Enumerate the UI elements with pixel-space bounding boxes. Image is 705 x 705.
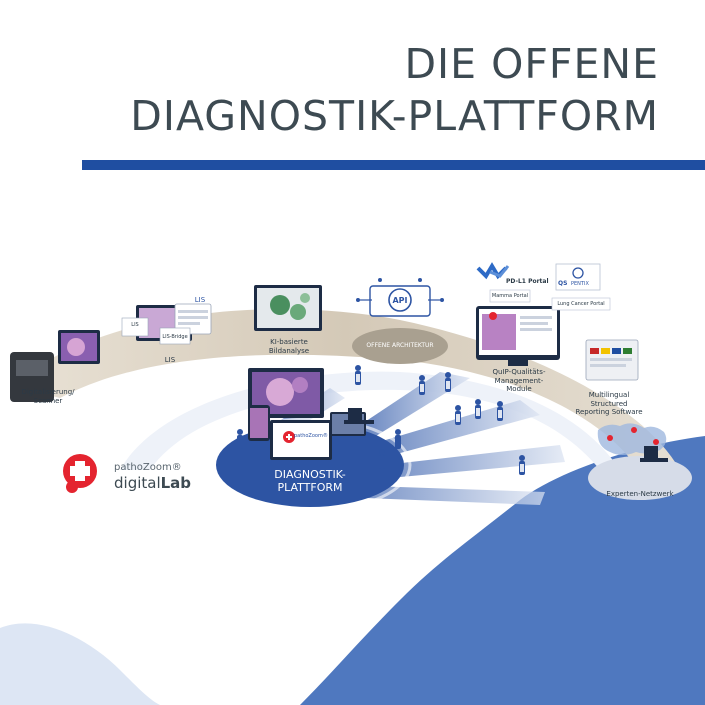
lung-card <box>551 297 611 311</box>
label-lis-card-1: LIS <box>131 322 139 328</box>
page-title-line-2: DIAGNOSTIK-PLATTFORM <box>130 92 659 140</box>
label-lis: LIS <box>164 356 176 364</box>
api-icon <box>356 278 444 317</box>
pdl1-antibody-icon <box>476 262 510 280</box>
experts-pad <box>588 456 692 500</box>
label-experts: Experten-Netzwerk <box>606 490 674 498</box>
label-lung-portal: Lung Cancer Portal <box>557 301 605 307</box>
mamma-card <box>489 289 531 303</box>
label-qs-name: PENTIX <box>571 281 589 287</box>
label-lis-card-2: LIS-Bridge <box>162 334 188 340</box>
label-api: API <box>392 296 408 305</box>
label-quip: QuIP-Qualitäts- Management- Module <box>492 368 546 393</box>
bottom-wave <box>300 436 705 705</box>
desk-1 <box>344 420 374 424</box>
brand-name-line-1: pathoZoom® <box>114 462 182 473</box>
bottom-left-wave <box>0 623 160 705</box>
hub-ellipse <box>216 423 404 507</box>
platform-arc <box>10 309 680 472</box>
label-pdl1-portal: PD-L1 Portal <box>506 278 549 285</box>
brand-logo-cross-icon <box>63 454 97 493</box>
title-rule <box>82 160 705 170</box>
brand-word-digital: digital <box>114 474 161 492</box>
inner-arc <box>120 371 620 470</box>
brand-word-lab: Lab <box>160 474 192 492</box>
page-title-line-1: DIE OFFENE <box>404 40 659 88</box>
brand-name-line-2: digitalLab <box>114 474 191 492</box>
label-scanner: Digitalisierung/ Scanner <box>21 388 75 405</box>
label-architecture: OFFENE ARCHITEKTUR <box>366 342 434 349</box>
label-mamma-portal: Mamma Portal <box>491 293 529 299</box>
hub-screen-brand: pathoZoom® <box>294 433 328 439</box>
desk-2 <box>640 458 668 462</box>
label-ki: KI-basierte Bildanalyse <box>268 338 310 355</box>
hub-title: DIAGNOSTIK- PLATTFORM <box>274 468 346 494</box>
architecture-pad <box>352 328 448 364</box>
label-reporting: Multilingual Structured Reporting Softwa… <box>575 391 643 416</box>
label-qs-brand: QS <box>558 280 568 287</box>
label-lis-tag: LIS <box>194 296 206 304</box>
